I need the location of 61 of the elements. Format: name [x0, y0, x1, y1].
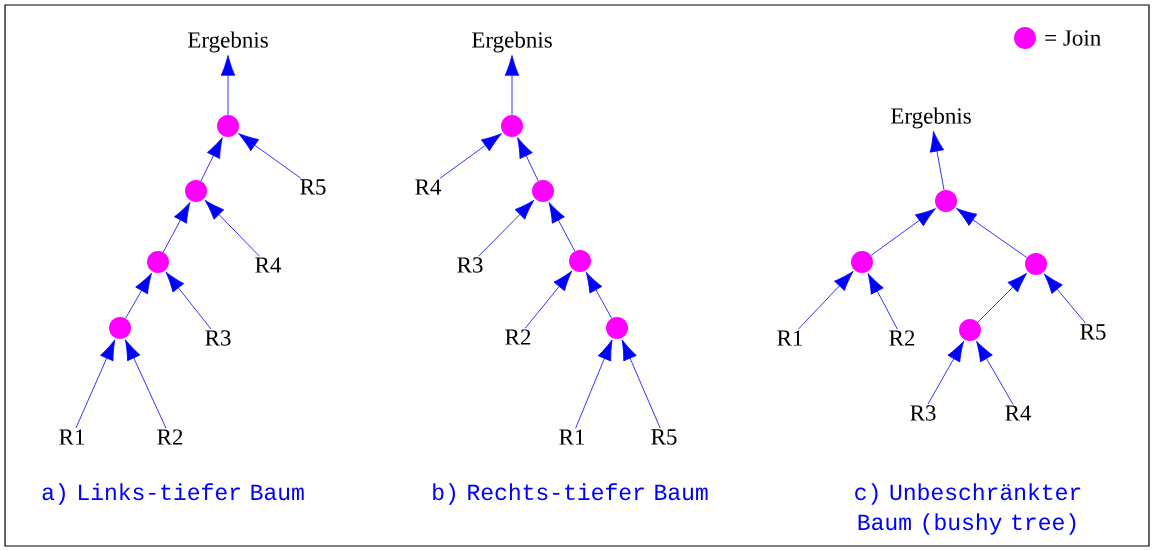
- arrow: [238, 133, 302, 179]
- join-dot: [1025, 253, 1047, 275]
- arrow: [125, 339, 167, 429]
- arrow: [204, 199, 260, 257]
- arrow: [1043, 273, 1086, 324]
- join-dot: [851, 251, 873, 273]
- join-dot: [532, 180, 554, 202]
- legend-label: = Join: [1045, 30, 1101, 46]
- arrow: [867, 273, 898, 330]
- node-label: R4: [415, 179, 442, 195]
- node-label: R4: [255, 257, 282, 273]
- node-label: R5: [1080, 324, 1106, 340]
- join-dot: [959, 319, 981, 341]
- arrow: [929, 131, 945, 191]
- join-dot: [109, 317, 131, 339]
- arrow: [478, 199, 535, 257]
- caption: b) Rechts-tiefer Baum: [433, 483, 708, 505]
- arrow: [220, 55, 236, 116]
- arrow: [956, 208, 1028, 258]
- arrow: [621, 339, 661, 429]
- join-dot: [935, 190, 957, 212]
- arrow: [524, 270, 573, 329]
- arrow: [548, 202, 576, 252]
- arrow: [200, 137, 223, 182]
- arrow: [125, 272, 152, 319]
- caption: a) Links-tiefer Baum: [42, 483, 304, 505]
- node-label: Ergebnis: [472, 31, 552, 53]
- arrow: [504, 55, 520, 116]
- node-label: R2: [889, 330, 915, 346]
- arrow: [870, 208, 936, 256]
- node-label: R2: [505, 329, 531, 345]
- node-label: R1: [59, 429, 85, 445]
- arrow: [585, 272, 612, 319]
- arrow: [165, 271, 212, 330]
- arrow: [75, 339, 116, 429]
- join-dot: [147, 251, 169, 273]
- node-label: R5: [651, 429, 677, 445]
- join-dot: [569, 250, 591, 272]
- node-label: R1: [777, 330, 803, 346]
- node-label: R1: [559, 429, 585, 445]
- node-label: R2: [157, 429, 183, 445]
- arrow: [575, 339, 613, 429]
- arrow: [927, 340, 964, 405]
- join-dot: [217, 115, 239, 137]
- node-label: R4: [1005, 405, 1032, 421]
- join-dot: [606, 317, 628, 339]
- arrow: [797, 271, 854, 330]
- arrow: [439, 133, 502, 179]
- arrow: [162, 202, 191, 253]
- join-dot: [501, 115, 523, 137]
- node-label: Ergebnis: [891, 107, 971, 129]
- node-label: R5: [300, 179, 326, 195]
- join-dot: [185, 180, 207, 202]
- node-label: R3: [910, 405, 936, 421]
- caption: c) Unbeschränkter Baum (bushy tree): [855, 483, 1081, 535]
- node-label: R3: [457, 257, 483, 273]
- node-label: Ergebnis: [188, 31, 268, 53]
- arrow: [977, 272, 1028, 323]
- node-label: R3: [205, 330, 231, 346]
- arrow: [517, 137, 539, 182]
- arrow: [976, 340, 1014, 405]
